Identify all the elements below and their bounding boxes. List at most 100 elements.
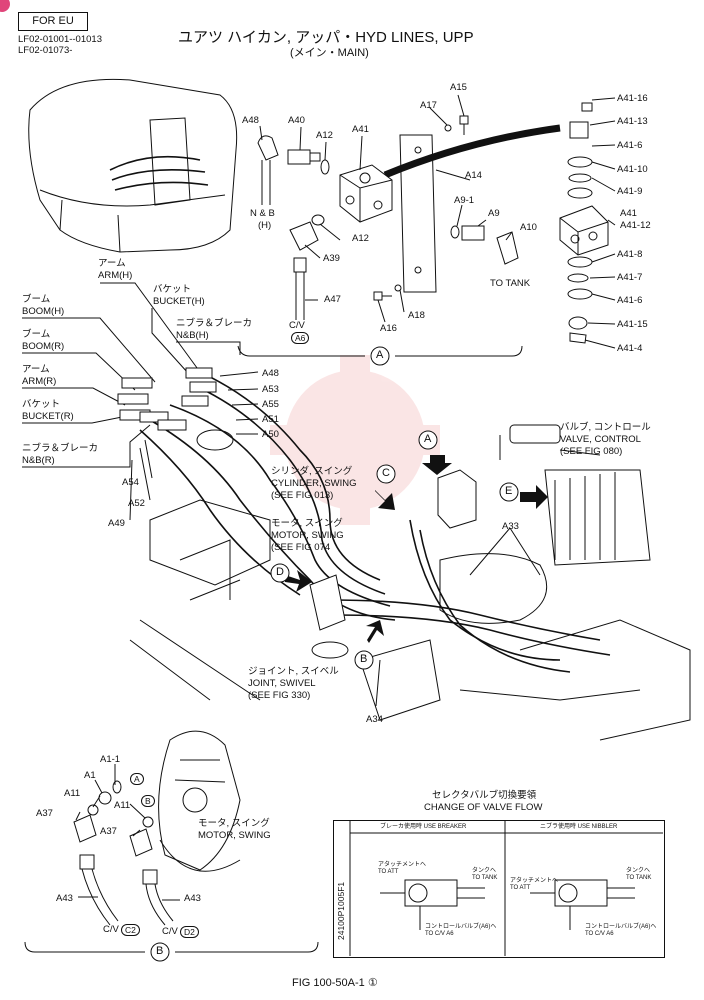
nibbler-to-att-en: TO ATT <box>510 885 531 891</box>
a41-item-16: A41-16 <box>617 93 648 104</box>
hose-label-a51: A51 <box>262 414 279 425</box>
breaker-to-tank-en: TO TANK <box>472 875 498 881</box>
valve-flow-grid <box>349 820 663 956</box>
nibbler-to-cv-jp: コントロールバルブ(A6)へ <box>585 924 657 930</box>
a41-item-8: A41-8 <box>617 249 643 260</box>
motor-swing-en: MOTOR, SWING <box>198 830 271 841</box>
part-label-a9-1: A9-1 <box>454 195 475 206</box>
breaker-to-att-en: TO ATT <box>378 869 399 875</box>
cv-badge-a6: A6 <box>291 332 310 344</box>
nibbler-to-tank-jp: タンクへ <box>626 868 651 874</box>
col-use-breaker: ブレーカ使用時 USE BREAKER <box>380 824 467 830</box>
arm-r-en: ARM(R) <box>22 376 57 387</box>
a41-item-12: A41-12 <box>620 220 651 231</box>
control-valve-en: VALVE, CONTROL <box>560 434 641 445</box>
nb-r-jp: ニブラ＆ブレーカ <box>22 443 99 454</box>
hose-label-a55: A55 <box>262 399 279 410</box>
a41-exploded-column <box>559 97 616 349</box>
nibbler-to-tank-en: TO TANK <box>626 875 652 881</box>
swing-cylinder-jp: シリンダ, スイング <box>271 466 353 477</box>
swing-cylinder-en: CYLINDER, SWING <box>271 478 357 489</box>
callout-a-main: A <box>424 433 432 445</box>
part-label-a9: A9 <box>488 208 500 219</box>
part-label-a15: A15 <box>450 82 467 93</box>
nb-r-en: N&B(R) <box>22 455 55 466</box>
swivel-joint-en: JOINT, SWIVEL <box>248 678 316 689</box>
cv-label-c2: C/V <box>103 924 119 935</box>
hose-label-a49: A49 <box>108 518 125 529</box>
swing-cylinder-ref: (SEE FIG 013) <box>271 490 334 501</box>
arm-h-en: ARM(H) <box>98 270 133 281</box>
bucket-r-jp: バケット <box>22 399 61 410</box>
detail-b-parts <box>24 730 319 962</box>
nb-h-label-2: (H) <box>258 220 272 231</box>
part-label-a43-left: A43 <box>56 893 73 904</box>
valve-flow-table <box>333 820 665 958</box>
boom-h-en: BOOM(H) <box>22 306 65 317</box>
a41-item-7: A41-7 <box>617 272 643 283</box>
nb-h-label-1: N & B <box>250 208 275 219</box>
figure-number: FIG 100-50A-1 ① <box>292 977 378 989</box>
cv-badge-c2: C2 <box>121 924 140 936</box>
part-label-a12-top: A12 <box>316 130 333 141</box>
callout-c: C <box>382 467 390 479</box>
col-use-nibbler: ニブラ使用時 USE NIBBLER <box>540 824 618 830</box>
part-label-a11-left: A11 <box>64 788 81 799</box>
detail-a-parts <box>237 94 561 357</box>
bucket-h-en: BUCKET(H) <box>153 296 205 307</box>
swing-motor-ref: (SEE FIG 074 <box>271 542 331 553</box>
a41-item-6a: A41-6 <box>617 140 643 151</box>
breaker-to-cv-en: TO C/V A6 <box>425 931 454 937</box>
swing-motor-en: MOTOR, SWING <box>271 530 344 541</box>
a41-item-6b: A41-6 <box>617 295 643 306</box>
a41-item-4: A41-4 <box>617 343 643 354</box>
a41-item-10: A41-10 <box>617 164 648 175</box>
cv-label-a: C/V <box>289 320 305 331</box>
to-tank-label: TO TANK <box>490 278 531 289</box>
motor-swing-jp: モータ, スイング <box>198 818 270 829</box>
region-tag: FOR EU <box>18 12 88 31</box>
swing-motor-jp: モータ, スイング <box>271 518 343 529</box>
part-label-a18: A18 <box>408 310 425 321</box>
arm-r-jp: アーム <box>22 364 50 375</box>
part-label-a1-1: A1-1 <box>100 754 121 765</box>
page-title: ユアツ ハイカン, アッパ・HYD LINES, UPP <box>178 29 474 46</box>
part-label-a12-bottom: A12 <box>352 233 369 244</box>
part-label-a17: A17 <box>420 100 437 111</box>
hose-leaders <box>22 282 541 707</box>
boom-r-en: BOOM(R) <box>22 341 65 352</box>
part-label-a40: A40 <box>288 115 305 126</box>
side-code: 24100P1005F1 <box>336 881 346 940</box>
a41-item-body: A41 <box>620 208 637 219</box>
hose-label-a53: A53 <box>262 384 279 395</box>
arm-h-jp: アーム <box>98 258 126 269</box>
a41-item-15: A41-15 <box>617 319 648 330</box>
nibbler-to-att-jp: アタッチメントへ <box>510 878 559 884</box>
control-valve-ref: (SEE FIG 080) <box>560 446 623 457</box>
callouts-main <box>270 346 519 670</box>
part-label-a1: A1 <box>84 770 96 781</box>
hose-label-a52: A52 <box>128 498 145 509</box>
a41-item-9: A41-9 <box>617 186 643 197</box>
hose-label-a50: A50 <box>262 429 279 440</box>
part-label-a48-detail: A48 <box>242 115 259 126</box>
part-label-a47: A47 <box>324 294 341 305</box>
badge-b: B <box>141 795 155 807</box>
swivel-joint-jp: ジョイント, スイベル <box>248 666 339 677</box>
valve-flow-title-en: CHANGE OF VALVE FLOW <box>424 802 543 813</box>
hose-label-a54: A54 <box>122 477 139 488</box>
part-label-a43-right: A43 <box>184 893 201 904</box>
nibbler-to-cv-en: TO C/V A6 <box>585 931 614 937</box>
hose-label-a34: A34 <box>366 714 383 725</box>
a41-item-13: A41-13 <box>617 116 648 127</box>
boom-h-jp: ブーム <box>22 294 51 305</box>
part-label-a41: A41 <box>352 124 369 135</box>
nb-h-jp: ニブラ＆ブレーカ <box>176 318 253 329</box>
breaker-to-tank-jp: タンクへ <box>472 868 497 874</box>
callout-e: E <box>505 485 513 497</box>
part-label-a11-right: A11 <box>114 800 131 811</box>
page-subtitle: (メイン・MAIN) <box>290 47 369 59</box>
callout-d: D <box>276 566 284 578</box>
breaker-to-att-jp: アタッチメントへ <box>378 862 427 868</box>
